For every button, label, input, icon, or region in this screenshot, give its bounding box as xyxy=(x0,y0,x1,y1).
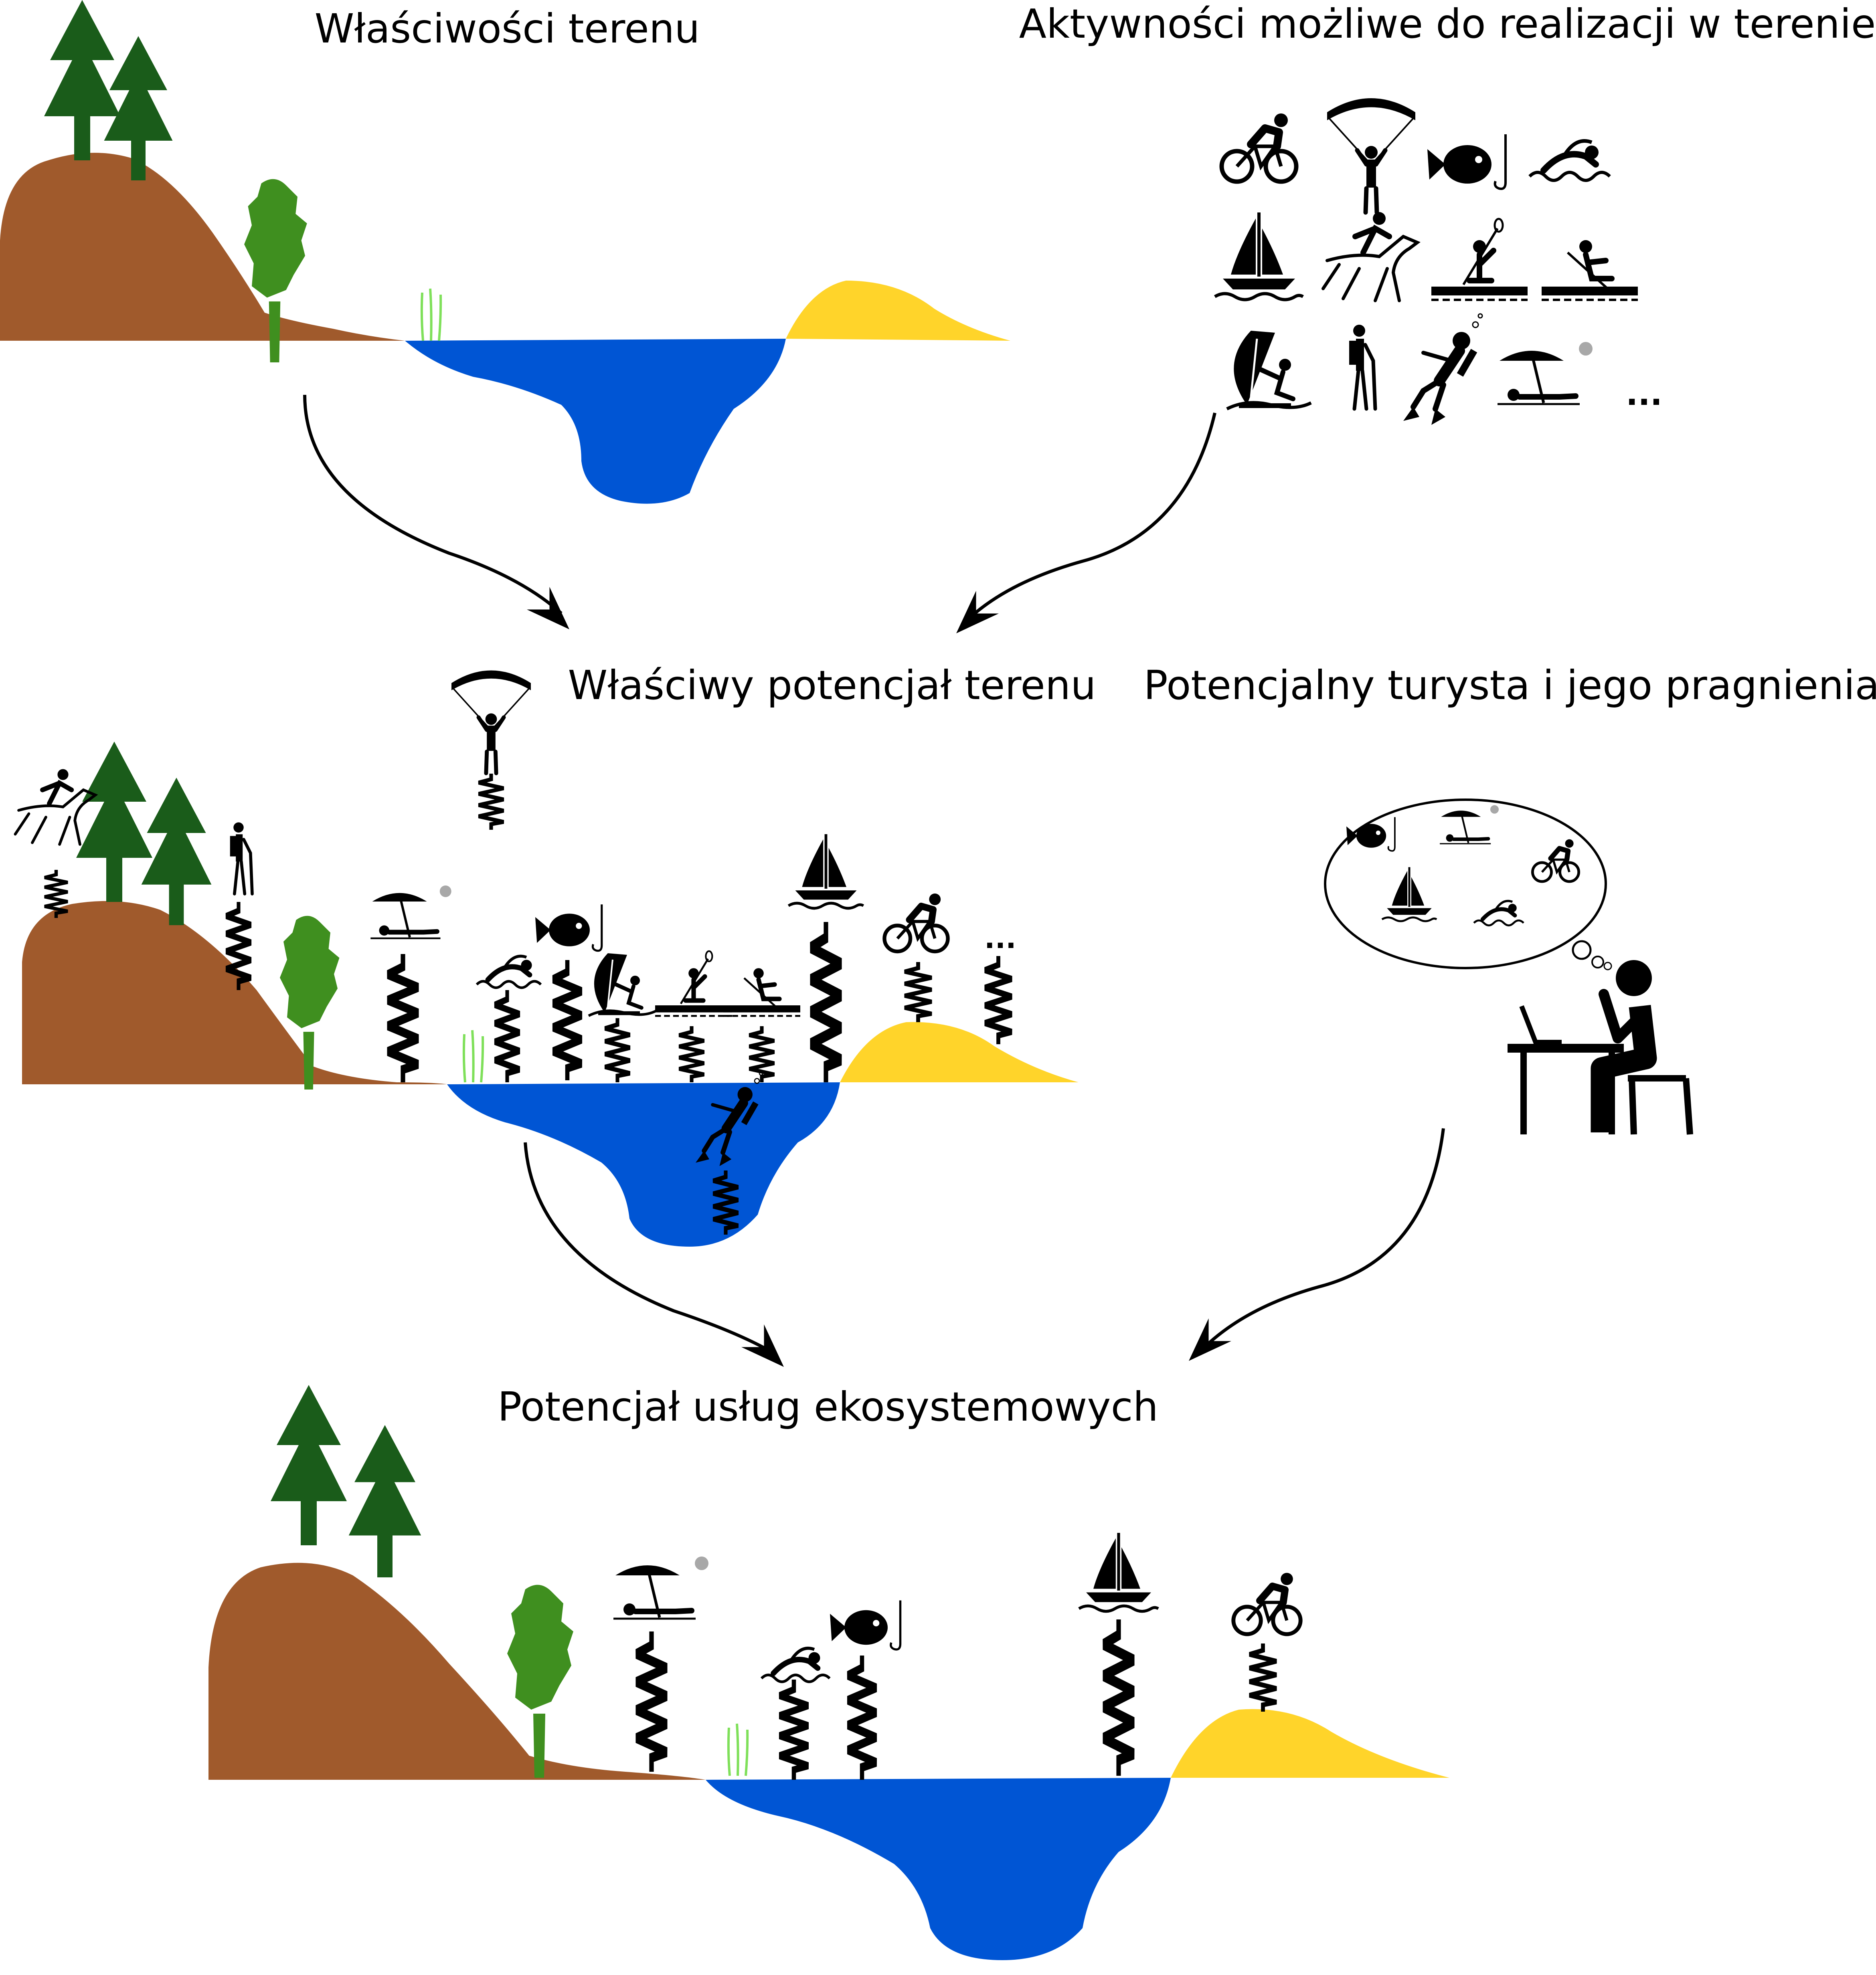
fishing-icon xyxy=(1427,134,1506,189)
rowing-icon xyxy=(723,968,800,1016)
more-activities-ellipsis: ... xyxy=(1626,375,1662,412)
reeds-icon xyxy=(422,289,441,341)
swimmer-icon xyxy=(477,956,541,988)
diver-icon xyxy=(1403,314,1482,425)
sand-dune xyxy=(840,1022,1079,1082)
kayak-icon xyxy=(1431,219,1528,300)
spring-icon xyxy=(479,774,504,830)
sailboat-icon xyxy=(789,834,864,908)
arrow-icon xyxy=(1177,1318,1232,1373)
rowing-icon xyxy=(1542,240,1638,300)
ecosystem-services-potential-title: Potencjał usług ekosystemowych xyxy=(498,1383,1158,1430)
conifer-tree-icon xyxy=(271,1385,347,1545)
lake xyxy=(405,339,786,504)
arrow-to-ecosystem-left xyxy=(524,1142,795,1379)
terrain-properties-landscape xyxy=(0,0,1010,504)
soil-hill xyxy=(208,1563,706,1780)
windsurf-icon xyxy=(1227,331,1311,409)
sailboat-icon xyxy=(1079,1533,1158,1611)
horse-rider-icon xyxy=(1323,212,1417,301)
sand-dune xyxy=(1171,1709,1449,1778)
spring-icon xyxy=(1103,1619,1134,1776)
hiker-icon xyxy=(230,823,252,894)
spring-icon xyxy=(811,922,842,1082)
spring-icon xyxy=(779,1680,808,1780)
lake xyxy=(706,1778,1171,1960)
sunbather-icon xyxy=(370,885,451,938)
ecosystem-services-landscape xyxy=(208,1385,1449,1960)
hiker-icon xyxy=(1349,325,1375,409)
arrow-to-actual-potential-right xyxy=(945,412,1216,645)
sunbather-icon xyxy=(1498,342,1593,404)
paraglider-icon xyxy=(1327,98,1415,212)
arrow-icon xyxy=(945,590,999,645)
fishing-icon xyxy=(830,1601,901,1650)
spring-icon xyxy=(1249,1643,1276,1712)
bicycle-icon xyxy=(1222,113,1296,182)
windsurf-icon xyxy=(589,953,656,1016)
conifer-tree-icon xyxy=(141,778,212,925)
arrow-icon xyxy=(741,1324,795,1379)
lake xyxy=(447,1082,840,1247)
swimmer-icon xyxy=(1530,141,1610,180)
conifer-tree-icon xyxy=(348,1425,421,1577)
kayak-icon xyxy=(655,951,732,1016)
bicycle-icon xyxy=(1233,1573,1300,1634)
tourist-desires-group xyxy=(1324,798,1693,1135)
spring-icon xyxy=(605,1018,630,1082)
reeds-icon xyxy=(729,1724,747,1776)
spring-icon xyxy=(848,1656,876,1780)
swimmer-icon xyxy=(761,1648,830,1682)
spring-icon xyxy=(636,1631,667,1772)
activities-icon-grid: ... xyxy=(1215,98,1662,425)
spring-icon xyxy=(985,956,1012,1044)
paraglider-icon xyxy=(451,671,531,774)
sunbather-icon xyxy=(613,1557,708,1619)
spring-icon xyxy=(749,1026,774,1082)
soil-hill xyxy=(22,901,447,1084)
fishing-icon xyxy=(535,904,602,951)
conifer-tree-icon xyxy=(76,742,152,902)
spring-icon xyxy=(905,962,931,1022)
tourist-at-laptop-icon xyxy=(1508,960,1693,1135)
soil-hill xyxy=(0,153,405,341)
arrow-to-ecosystem-right xyxy=(1177,1128,1445,1373)
spring-icon xyxy=(553,960,582,1080)
bicycle-icon xyxy=(884,894,948,952)
possible-activities-title: Aktywności możliwe do realizacji w teren… xyxy=(1019,0,1876,47)
spring-icon xyxy=(388,954,419,1082)
sailboat-icon xyxy=(1215,212,1303,300)
sand-dune xyxy=(786,281,1010,341)
spring-icon xyxy=(495,990,520,1082)
more-activities-ellipsis: ... xyxy=(984,922,1016,955)
tourist-desires-title: Potencjalny turysta i jego pragnienia xyxy=(1143,662,1876,709)
spring-icon xyxy=(679,1026,704,1082)
reeds-icon xyxy=(464,1030,483,1082)
arrow-to-actual-potential-left xyxy=(303,394,581,641)
actual-potential-landscape: ... xyxy=(15,671,1079,1247)
actual-potential-title: Właściwy potencjał terenu xyxy=(568,662,1096,709)
terrain-properties-title: Właściwości terenu xyxy=(314,5,700,52)
horse-rider-icon xyxy=(15,769,95,845)
